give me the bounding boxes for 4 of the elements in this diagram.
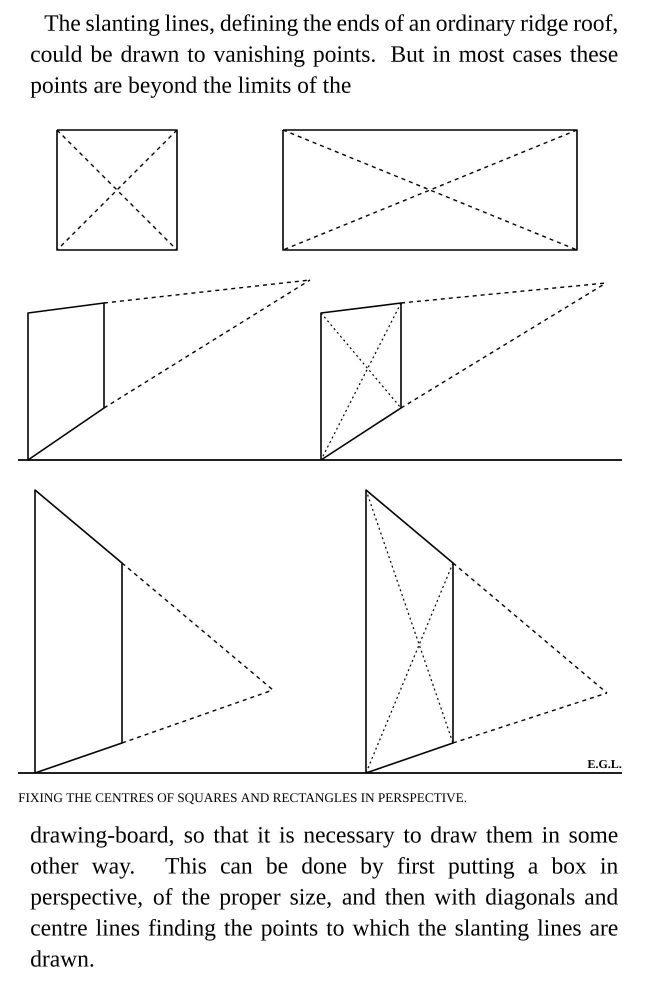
paragraph: The slanting lines, defining the ends of an ordinary ridge roof, could be drawn to vanishing points. But in most cases these points are beyond the limits of the (30, 14, 618, 98)
signature: E.G.L. (588, 760, 622, 768)
paragraph: drawing-board, so that it is necessary to draw them in some other way. This can be done by first putting a box in perspective, of the proper size, and then with diagonals and centre lines finding the points to which the slanting lines are drawn. (30, 826, 618, 967)
figure-caption: FIXING THE CENTRES OF SQUARES AND RECTANGLES IN PERSPECTIVE. (18, 793, 466, 804)
